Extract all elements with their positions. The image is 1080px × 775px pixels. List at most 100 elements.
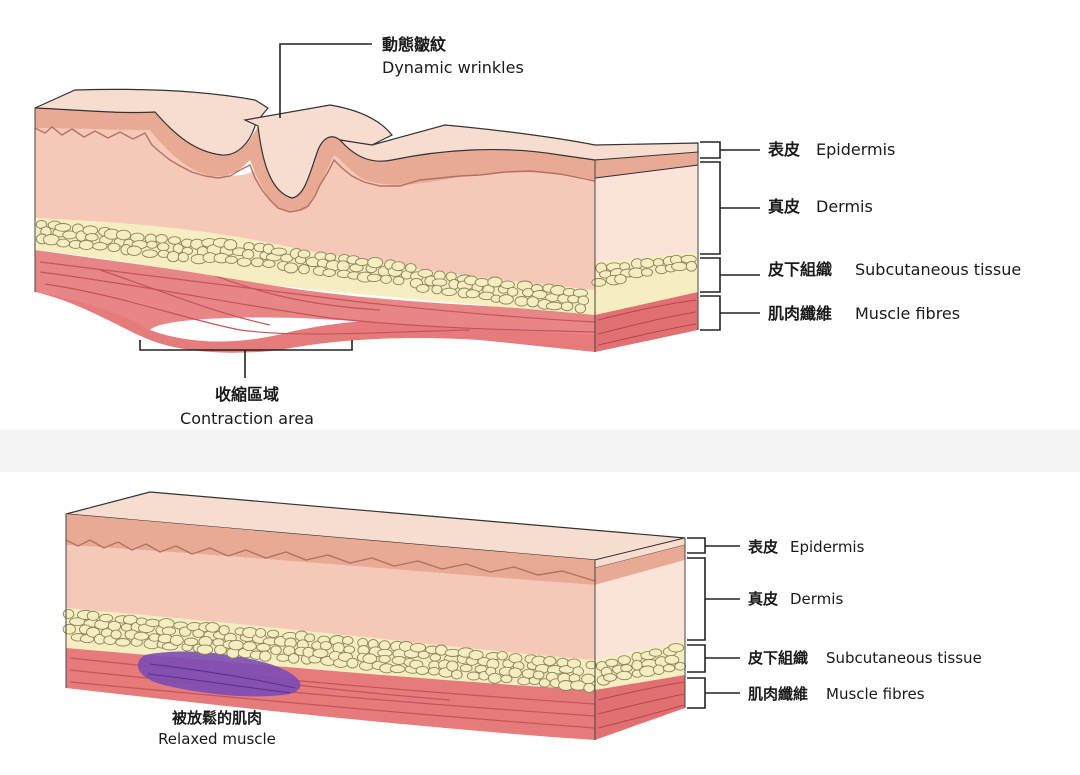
fat-cell bbox=[498, 294, 514, 305]
bottom-layer-2-cn: 皮下組織 bbox=[748, 649, 808, 667]
fat-cell bbox=[259, 650, 272, 662]
bottom-labels: 表皮 Epidermis 真皮 Dermis 皮下組織 Subcutaneous… bbox=[158, 537, 982, 748]
fat-cell bbox=[267, 629, 280, 638]
fat-cell bbox=[417, 650, 430, 660]
fat-cell bbox=[616, 670, 633, 681]
fat-cell bbox=[183, 637, 199, 647]
fat-cell bbox=[115, 229, 132, 241]
fat-cell bbox=[468, 649, 484, 661]
bottom-basal-line bbox=[65, 539, 596, 582]
bottom-layer-3-en: Muscle fibres bbox=[826, 685, 925, 703]
fat-cell bbox=[605, 658, 619, 667]
fat-cell bbox=[166, 250, 180, 263]
fat-cell bbox=[362, 653, 378, 664]
relaxed-label-en: Relaxed muscle bbox=[158, 730, 276, 748]
top-skin-block bbox=[34, 88, 699, 353]
relaxed-label-cn: 被放鬆的肌肉 bbox=[172, 709, 262, 727]
top-surface-left bbox=[34, 88, 269, 156]
fat-cell bbox=[378, 654, 391, 664]
fat-cell bbox=[346, 657, 359, 669]
fat-cell bbox=[459, 663, 473, 673]
fat-cell bbox=[169, 634, 184, 646]
fat-cell bbox=[228, 639, 244, 651]
bottom-layer-2-en: Subcutaneous tissue bbox=[826, 649, 982, 667]
fat-cell bbox=[640, 258, 655, 269]
fat-cell bbox=[591, 278, 607, 287]
fat-cell bbox=[487, 276, 503, 288]
fat-cell bbox=[409, 642, 427, 653]
fat-cell bbox=[99, 613, 114, 623]
subcutaneous-bracket bbox=[700, 257, 760, 293]
fat-cell bbox=[417, 268, 434, 278]
fat-cell bbox=[671, 261, 688, 272]
fat-cell bbox=[214, 644, 227, 656]
fat-cell bbox=[431, 284, 443, 295]
fat-cell bbox=[508, 667, 522, 679]
fat-cell bbox=[126, 245, 142, 256]
fat-cell bbox=[389, 664, 406, 674]
muscle-bracket bbox=[700, 295, 760, 331]
fat-cell bbox=[62, 623, 76, 635]
fat-cell bbox=[441, 287, 457, 297]
fat-cell bbox=[450, 669, 463, 680]
fat-cell bbox=[355, 257, 369, 267]
fat-cell bbox=[446, 660, 459, 672]
fat-cell bbox=[312, 648, 329, 659]
fat-cell bbox=[242, 641, 257, 652]
fat-cell bbox=[256, 643, 271, 652]
fat-cell bbox=[225, 255, 238, 264]
fat-cell bbox=[668, 643, 685, 653]
fat-cell bbox=[177, 252, 189, 263]
bottom-layer-1-cn: 真皮 bbox=[748, 590, 778, 608]
fat-cell bbox=[648, 648, 663, 657]
bottom-epidermis-bracket bbox=[687, 537, 740, 554]
fat-cell bbox=[543, 656, 557, 667]
fat-cell bbox=[508, 653, 523, 664]
fat-cell bbox=[366, 273, 382, 283]
fat-cell bbox=[115, 638, 131, 647]
fat-cell bbox=[639, 665, 656, 677]
bottom-dermis-side bbox=[595, 560, 685, 660]
fat-cell bbox=[466, 671, 481, 681]
fat-cell bbox=[250, 257, 265, 268]
fat-cell bbox=[405, 263, 417, 273]
fat-cell bbox=[465, 289, 480, 299]
fat-cell bbox=[298, 264, 310, 275]
bottom-layer-1-en: Dermis bbox=[790, 590, 843, 608]
fat-cell bbox=[617, 655, 631, 665]
fat-cell bbox=[506, 286, 519, 297]
wrinkle-label-cn: 動態皺紋 bbox=[382, 35, 446, 54]
bottom-muscle-side bbox=[595, 675, 685, 740]
fat-cell bbox=[545, 301, 563, 311]
dermis-bracket bbox=[700, 161, 760, 255]
fat-cell bbox=[196, 644, 214, 655]
top-surface-mid bbox=[243, 104, 393, 199]
top-layer-0-cn: 表皮 bbox=[767, 140, 800, 159]
contraction-label-en: Contraction area bbox=[180, 409, 314, 428]
fat-cell bbox=[205, 622, 220, 633]
fat-cell bbox=[532, 670, 545, 680]
fat-cell bbox=[92, 241, 108, 251]
fat-cell bbox=[86, 626, 100, 638]
fat-cell bbox=[496, 651, 508, 661]
wrinkle-label-en: Dynamic wrinkles bbox=[382, 58, 524, 77]
top-fat-cells bbox=[35, 220, 698, 314]
top-layer-1-en: Dermis bbox=[816, 197, 873, 216]
panel-separator bbox=[0, 430, 1080, 472]
wrinkle-leader bbox=[279, 43, 372, 118]
fat-cell bbox=[107, 242, 121, 253]
top-layer-2-cn: 皮下組織 bbox=[767, 260, 832, 279]
bottom-dermis-bracket bbox=[687, 557, 740, 641]
fat-cell bbox=[674, 661, 687, 671]
fat-cell bbox=[324, 252, 337, 262]
fat-cell bbox=[236, 257, 252, 267]
fat-cell bbox=[620, 664, 633, 673]
top-layer-1-cn: 真皮 bbox=[768, 197, 800, 216]
fat-cell bbox=[84, 233, 99, 242]
fat-cell bbox=[141, 249, 158, 258]
fat-cell bbox=[262, 259, 276, 268]
top-layer-3-en: Muscle fibres bbox=[855, 304, 960, 323]
fat-cell bbox=[297, 249, 311, 259]
fat-cell bbox=[270, 645, 282, 656]
